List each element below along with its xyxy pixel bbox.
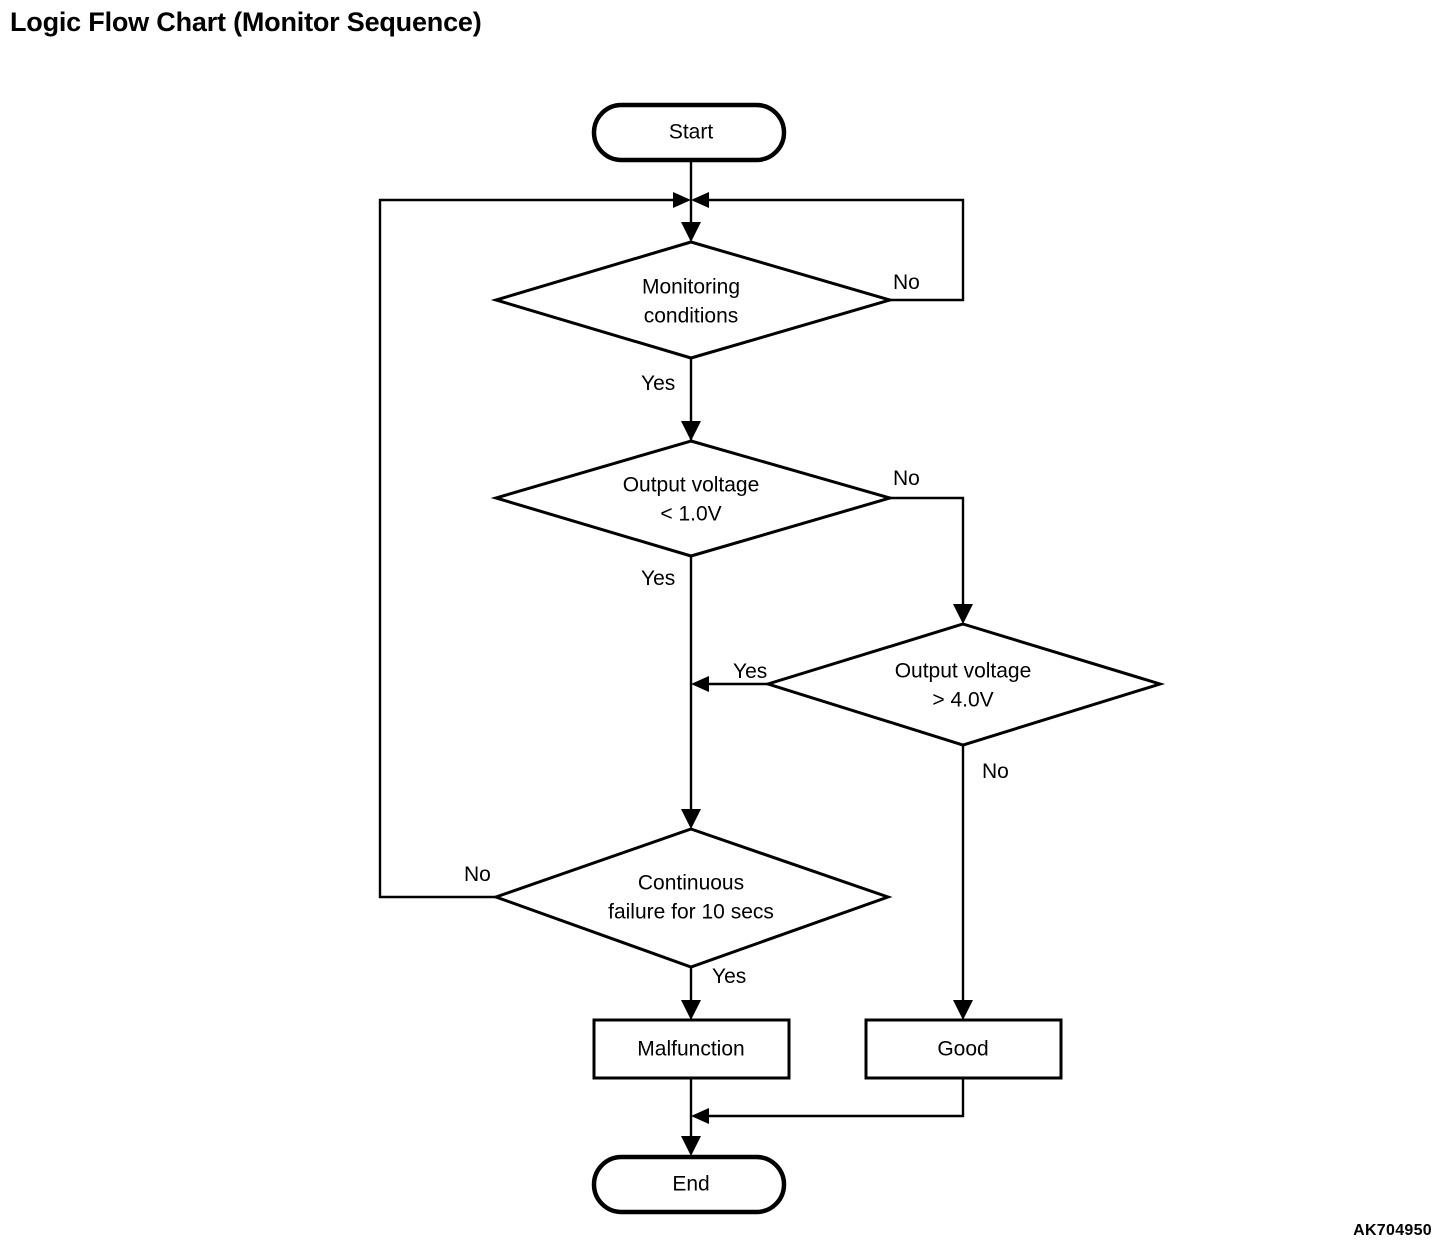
node-malfunction[interactable]	[592, 1018, 791, 1080]
arrow-head-into-cont-fail	[681, 809, 701, 829]
arrow-head-loopback-right	[691, 192, 709, 208]
arrow-head-loopback-left	[673, 192, 691, 208]
node-monitoring-label-line1: Monitoring	[642, 276, 740, 299]
arrow-head-into-malfunction	[681, 1000, 701, 1020]
edge-label-monitoring-no: No	[893, 271, 920, 294]
node-end-label: End	[672, 1173, 709, 1196]
arrow-head-volthigh-yes	[691, 676, 709, 692]
watermark-code: AK704950	[1353, 1222, 1432, 1239]
connector-contfail-no-loopback	[378, 198, 675, 899]
edge-label-volt-low-yes: Yes	[641, 567, 675, 590]
node-output-voltage-high[interactable]	[762, 622, 1166, 747]
connector-monitoring-no-loopback	[707, 198, 965, 302]
connector-good-to-end	[707, 1078, 965, 1118]
node-volt-high-label-line1: Output voltage	[895, 660, 1032, 683]
node-monitoring-conditions[interactable]	[490, 240, 896, 360]
edge-label-cont-fail-no: No	[464, 863, 491, 886]
edge-label-volt-high-yes: Yes	[733, 660, 767, 683]
node-monitoring-label-line2: conditions	[644, 305, 739, 328]
node-continuous-failure[interactable]	[491, 827, 893, 969]
arrow-head-into-volt-high	[953, 604, 973, 624]
node-volt-low-label-line2: < 1.0V	[660, 503, 721, 526]
node-start[interactable]	[591, 102, 787, 163]
edge-label-volt-high-no: No	[982, 760, 1009, 783]
arrow-head-into-volt-low	[681, 421, 701, 441]
arrow-head-into-monitoring	[681, 222, 701, 242]
node-end[interactable]	[591, 1154, 787, 1215]
page-title: Logic Flow Chart (Monitor Sequence)	[10, 7, 482, 37]
connector-voltlow-no	[890, 496, 965, 620]
edge-label-cont-fail-yes: Yes	[712, 965, 746, 988]
arrow-head-into-good	[953, 1000, 973, 1020]
node-output-voltage-low[interactable]	[490, 439, 896, 558]
node-good-label: Good	[937, 1038, 988, 1061]
node-volt-low-label-line1: Output voltage	[623, 474, 760, 497]
arrow-head-into-end	[681, 1136, 701, 1156]
node-start-label: Start	[669, 121, 714, 144]
node-cont-fail-label-line2: failure for 10 secs	[608, 901, 774, 924]
arrow-head-good-join	[691, 1108, 709, 1124]
edge-label-monitoring-yes: Yes	[641, 372, 675, 395]
node-good[interactable]	[864, 1018, 1063, 1080]
node-cont-fail-label-line1: Continuous	[638, 872, 744, 895]
edge-label-volt-low-no: No	[893, 467, 920, 490]
node-malfunction-label: Malfunction	[637, 1038, 744, 1061]
node-volt-high-label-line2: > 4.0V	[932, 689, 993, 712]
